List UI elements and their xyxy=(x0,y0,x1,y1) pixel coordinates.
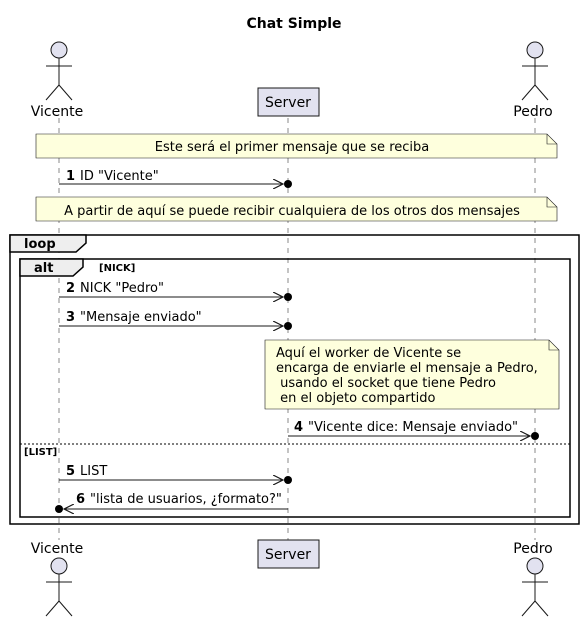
note-worker-line-2: encarga de enviarle el mensaje a Pedro, xyxy=(276,361,538,376)
message-4: 4 "Vicente dice: Mensaje enviado" xyxy=(288,420,539,440)
else-guard: [LIST] xyxy=(24,447,57,458)
loop-label: loop xyxy=(24,237,56,252)
alt-fragment: alt [NICK] [LIST] xyxy=(19,258,571,518)
svg-text:4"Vicente dice: Mensaje enviad: 4 "Vicente dice: Mensaje enviado" xyxy=(294,420,518,435)
message-4-label: "Vicente dice: Mensaje enviado" xyxy=(308,420,518,435)
message-5-label: LIST xyxy=(80,464,107,479)
message-3-endpoint xyxy=(284,322,292,330)
loop-fragment: loop xyxy=(9,234,580,525)
note-worker-line-4: en el objeto compartido xyxy=(276,391,436,406)
participant-box xyxy=(257,87,320,117)
message-4-endpoint xyxy=(531,432,539,440)
message-5-number: 5 xyxy=(66,464,75,479)
message-3-label: "Mensaje enviado" xyxy=(80,310,202,325)
svg-text:6"lista de usuarios, ¿formato?: 6 "lista de usuarios, ¿formato?" xyxy=(76,492,282,507)
participant-label-server-top: Server xyxy=(265,95,311,111)
message-6-label: "lista de usuarios, ¿formato?" xyxy=(90,492,282,507)
note-any-text: A partir de aquí se puede recibir cualqu… xyxy=(64,204,520,219)
message-6: 6 "lista de usuarios, ¿formato?" xyxy=(55,492,288,513)
actor-label-vicente-bottom: Vicente xyxy=(31,541,83,557)
participant-server-top: Server xyxy=(257,87,320,117)
alt-guard: [NICK] xyxy=(99,263,135,274)
alt-label: alt xyxy=(34,261,53,276)
note-first-message: Este será el primer mensaje que se recib… xyxy=(35,133,558,159)
message-3: 3 "Mensaje enviado" xyxy=(59,310,292,330)
svg-text:3"Mensaje enviado": 3 "Mensaje enviado" xyxy=(66,310,202,325)
note-first-text: Este será el primer mensaje que se recib… xyxy=(155,140,429,155)
message-2-endpoint xyxy=(284,293,292,301)
actor-label-vicente-top: Vicente xyxy=(31,104,83,120)
participant-server-bottom: Server xyxy=(257,539,320,569)
diagram-title: Chat Simple xyxy=(246,16,341,32)
message-5: 5 LIST xyxy=(59,464,292,484)
message-6-number: 6 xyxy=(76,492,85,507)
message-5-endpoint xyxy=(284,476,292,484)
message-6-endpoint xyxy=(55,505,63,513)
actor-label-pedro-top: Pedro xyxy=(513,104,552,120)
actor-pedro-bottom: Pedro xyxy=(513,541,553,617)
message-3-number: 3 xyxy=(66,310,75,325)
message-1: 1 ID "Vicente" xyxy=(59,169,292,188)
message-4-number: 4 xyxy=(294,420,303,435)
actor-label-pedro-bottom: Pedro xyxy=(513,541,552,557)
participant-box xyxy=(257,539,320,569)
note-worker-line-1: Aquí el worker de Vicente se xyxy=(276,346,461,361)
actor-head xyxy=(50,557,68,575)
message-2-number: 2 xyxy=(66,281,75,296)
note-any-message: A partir de aquí se puede recibir cualqu… xyxy=(35,196,558,222)
message-1-label: ID "Vicente" xyxy=(80,169,159,184)
actor-pedro-top: Pedro xyxy=(513,41,553,120)
actor-head xyxy=(50,41,68,59)
actor-head xyxy=(526,41,544,59)
actor-vicente-bottom: Vicente xyxy=(31,541,83,617)
message-2: 2 NICK "Pedro" xyxy=(59,281,292,301)
message-1-endpoint xyxy=(284,180,292,188)
note-worker-line-3: usando el socket que tiene Pedro xyxy=(276,376,496,391)
participant-label-server-bottom: Server xyxy=(265,547,311,563)
svg-text:1ID "Vicente": 1 ID "Vicente" xyxy=(66,169,159,184)
message-1-number: 1 xyxy=(66,169,75,184)
actor-head xyxy=(526,557,544,575)
message-2-label: NICK "Pedro" xyxy=(80,281,164,296)
actor-vicente-top: Vicente xyxy=(31,41,83,120)
note-worker: Aquí el worker de Vicente se encarga de … xyxy=(264,339,560,410)
